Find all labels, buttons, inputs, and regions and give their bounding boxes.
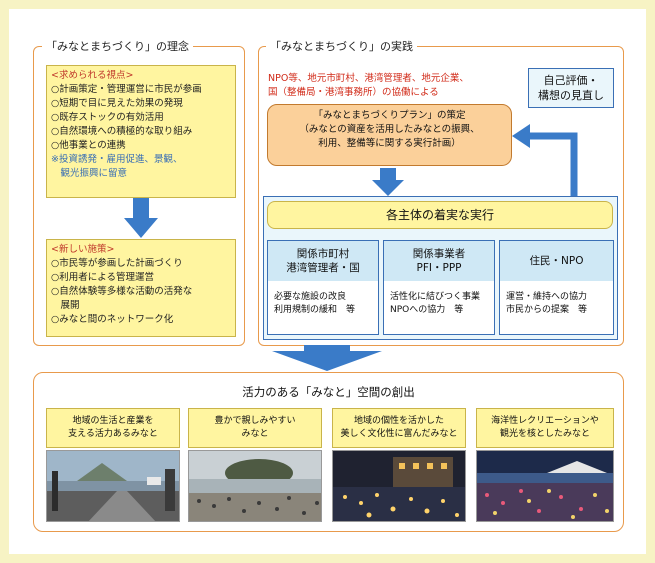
card-label-line: 美しく文化性に富んだみなと	[340, 429, 458, 439]
plan-line: （みなとの資産を活用したみなとの振興、	[299, 124, 480, 135]
viewpoint-item: ○既存ストックの有効活用	[51, 112, 164, 123]
practice-tab: 「みなとまちづくり」の実践	[266, 38, 417, 54]
column-body: 運営・維持への協力 市民からの提案 等	[500, 281, 613, 317]
viewpoint-item: ○短期で目に見えた効果の発現	[51, 98, 183, 109]
column-body-line: 運営・維持への協力	[506, 292, 588, 302]
card-label-line: 豊かで親しみやすい	[214, 416, 296, 426]
plan-line: 利用、整備等に関する実行計画）	[318, 138, 461, 149]
measure-item: ○みなと間のネットワーク化	[51, 314, 174, 325]
execution-column: 住民・NPO 運営・維持への協力 市民からの提案 等	[499, 240, 614, 335]
down-arrow-icon	[372, 168, 404, 196]
card-label-line: 観光を核としたみなと	[499, 429, 590, 439]
outcome-title: 活力のある「みなと」空間の創出	[242, 385, 415, 399]
column-head-line: 港湾管理者・国	[286, 262, 360, 274]
plan-box: 「みなとまちづくりプラン」の策定 （みなとの資産を活用したみなとの振興、 利用、…	[267, 104, 512, 166]
column-head-line: 関係市町村	[296, 248, 350, 260]
island-beach-icon	[188, 450, 322, 522]
column-head: 住民・NPO	[500, 241, 613, 281]
viewpoint-item: ○他事業との連携	[51, 140, 126, 151]
column-head-line: 関係事業者	[412, 248, 466, 260]
column-head-line: 住民・NPO	[529, 255, 584, 267]
viewpoints-heading: <求められる視点>	[51, 70, 134, 81]
feedback-arrow-icon	[512, 124, 578, 198]
column-body: 必要な施設の改良 利用規制の緩和 等	[268, 281, 378, 317]
viewpoint-note: ※投資誘発・雇用促進、景観、	[51, 154, 183, 165]
card-label-line: 海洋性レクリエーションや	[491, 416, 599, 426]
measure-item: ○自然体験等多様な活動の活発な	[51, 286, 193, 297]
self-eval-line: 構想の見直し	[538, 89, 604, 102]
philosophy-tab: 「みなとまちづくり」の理念	[42, 38, 193, 54]
column-head: 関係市町村 港湾管理者・国	[268, 241, 378, 281]
self-eval-line: 自己評価・	[543, 74, 599, 87]
card-label-line: 地域の生活と産業を	[72, 416, 154, 426]
execution-column: 関係事業者 PFI・PPP 活性化に結びつく事業 NPOへの協力 等	[383, 240, 495, 335]
crowd-waterfront-icon	[476, 450, 614, 522]
column-body-line: 必要な施設の改良	[274, 292, 347, 302]
down-arrow-icon	[124, 198, 158, 238]
column-head-line: PFI・PPP	[416, 262, 462, 274]
execution-title: 各主体の着実な実行	[267, 201, 613, 229]
column-body-line: NPOへの協力 等	[390, 305, 464, 315]
harbor-road-icon	[46, 450, 180, 522]
down-arrow-icon	[272, 345, 382, 371]
plan-title: 「みなとまちづくりプラン」の策定	[313, 110, 466, 121]
outcome-card-label: 海洋性レクリエーションや 観光を核としたみなと	[476, 408, 614, 448]
column-body-line: 活性化に結びつく事業	[390, 292, 481, 302]
measure-item: 展開	[51, 300, 80, 311]
column-body-line: 利用規制の緩和 等	[274, 305, 356, 315]
outcome-card-label: 豊かで親しみやすい みなと	[188, 408, 322, 448]
viewpoint-note: 観光振興に留意	[51, 168, 128, 179]
execution-column: 関係市町村 港湾管理者・国 必要な施設の改良 利用規制の緩和 等	[267, 240, 379, 335]
viewpoints-box: <求められる視点> ○計画策定・管理運営に市民が参画 ○短期で目に見えた効果の発…	[46, 65, 236, 198]
card-label-line: 支える活力あるみなと	[68, 429, 158, 439]
viewpoint-item: ○自然環境への積極的な取り組み	[51, 126, 193, 137]
measure-item: ○利用者による管理運営	[51, 272, 155, 283]
measure-item: ○市民等が参画した計画づくり	[51, 258, 183, 269]
self-evaluation-box: 自己評価・ 構想の見直し	[528, 68, 614, 108]
column-body: 活性化に結びつく事業 NPOへの協力 等	[384, 281, 494, 317]
viewpoint-item: ○計画策定・管理運営に市民が参画	[51, 84, 202, 95]
column-body-line: 市民からの提案 等	[506, 305, 588, 315]
cooperation-line: 国（整備局・港湾事務所）の協働による	[268, 87, 439, 98]
card-label-line: 地域の個性を活かした	[353, 416, 444, 426]
measures-box: <新しい施策> ○市民等が参画した計画づくり ○利用者による管理運営 ○自然体験…	[46, 239, 236, 337]
cooperation-line: NPO等、地元市町村、港湾管理者、地元企業、	[268, 73, 469, 84]
outcome-card-label: 地域の個性を活かした 美しく文化性に富んだみなと	[332, 408, 466, 448]
card-label-line: みなと	[241, 429, 269, 439]
outcome-card-label: 地域の生活と産業を 支える活力あるみなと	[46, 408, 180, 448]
night-lanterns-icon	[332, 450, 466, 522]
cooperation-text: NPO等、地元市町村、港湾管理者、地元企業、 国（整備局・港湾事務所）の協働によ…	[268, 72, 513, 100]
measures-heading: <新しい施策>	[51, 244, 115, 255]
column-head: 関係事業者 PFI・PPP	[384, 241, 494, 281]
